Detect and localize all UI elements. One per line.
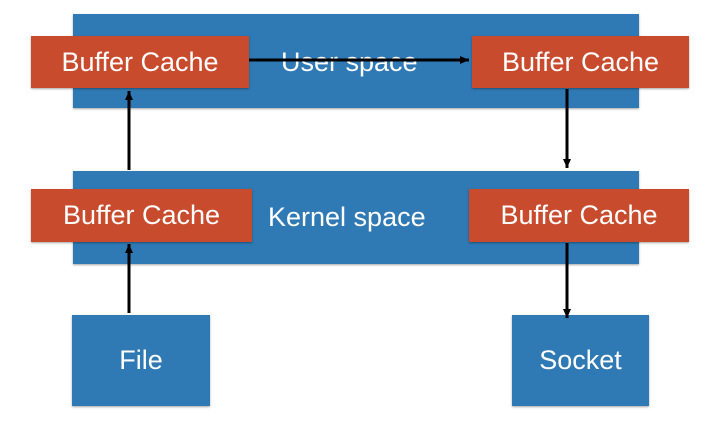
user-buffer-cache-left: Buffer Cache	[31, 36, 249, 88]
kernel-buffer-cache-left: Buffer Cache	[31, 189, 252, 242]
file-box: File	[72, 315, 210, 406]
socket-box: Socket	[512, 315, 649, 406]
kernel-buffer-cache-right: Buffer Cache	[469, 189, 689, 242]
kernel-space-label: Kernel space	[268, 202, 426, 232]
user-buffer-cache-right: Buffer Cache	[472, 36, 689, 88]
user-space-label: User space	[281, 47, 418, 77]
